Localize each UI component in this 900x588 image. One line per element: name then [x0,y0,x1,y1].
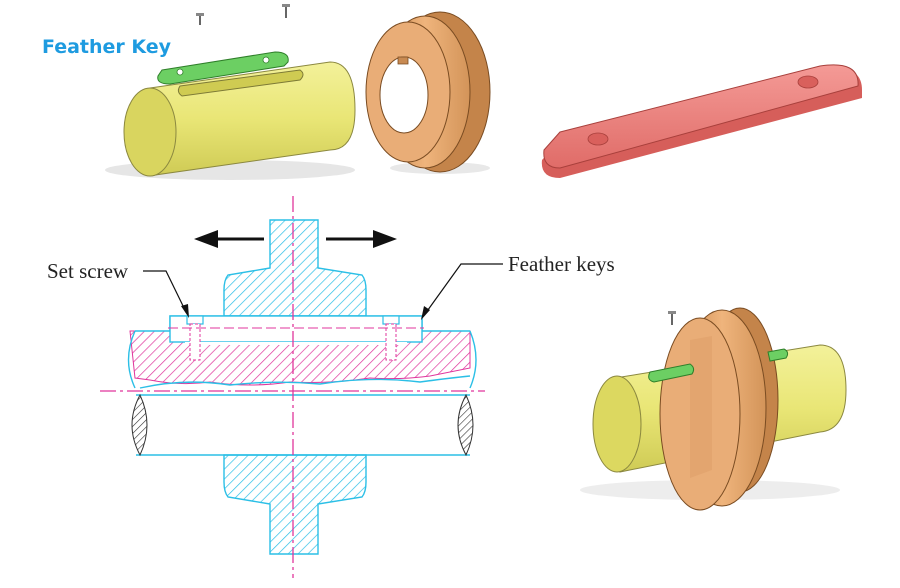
hub-pulley [365,11,491,174]
left-right-arrow-icon [194,230,397,248]
screw-icon [186,315,204,361]
screw-icon [382,315,400,361]
exploded-shaft-assembly [105,4,356,180]
screw-icon [282,4,290,18]
feather-keys-label: Feather keys [508,252,615,276]
screw-icon [668,311,676,325]
set-screw-label: Set screw [47,259,129,283]
screw-icon [196,13,204,25]
assembled-shaft-hub [580,307,847,511]
cross-section-drawing [100,196,503,578]
red-feather-key [541,64,862,178]
page-title: Feather Key [42,36,172,58]
